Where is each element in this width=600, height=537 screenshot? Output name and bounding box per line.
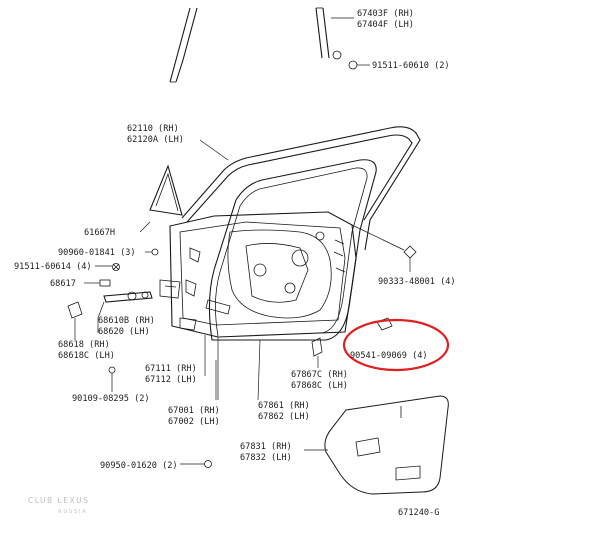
callout-67403f: 67403F (RH)	[357, 9, 414, 19]
callout-91511-60610: 91511-60610 (2)	[372, 61, 450, 71]
callout-90109-08295: 90109-08295 (2)	[72, 394, 150, 404]
watermark-line2: RUSSIA	[58, 509, 87, 515]
callout-671240g: 671240-G	[398, 508, 439, 518]
door-opening-weatherstrip	[208, 159, 377, 341]
callout-67832: 67832 (LH)	[240, 453, 292, 463]
callout-68620: 68620 (LH)	[98, 327, 150, 337]
glass-run-channel	[169, 7, 198, 83]
door-hinge-and-check	[67, 248, 197, 392]
callout-68610b: 68610B (RH)	[98, 316, 155, 326]
callout-67112: 67112 (LH)	[145, 375, 197, 385]
callout-90960-01841: 90960-01841 (3)	[58, 248, 136, 258]
door-inner-panel	[169, 211, 357, 338]
watermark-line1: CLUB LEXUS	[28, 496, 89, 505]
callout-90950-01620: 90950-01620 (2)	[100, 461, 178, 471]
door-weatherstrip	[181, 126, 421, 251]
callout-67862: 67862 (LH)	[258, 412, 310, 422]
callout-68618: 68618 (RH)	[58, 340, 110, 350]
watermark: CLUB LEXUS RUSSIA	[28, 496, 89, 515]
callout-67868c: 67868C (LH)	[291, 381, 348, 391]
callout-67867c: 67867C (RH)	[291, 370, 348, 380]
division-bar	[315, 7, 370, 70]
callout-67111: 67111 (RH)	[145, 364, 197, 374]
callout-67404f: 67404F (LH)	[357, 20, 414, 30]
leader-lines	[97, 221, 261, 401]
service-hole-cover	[304, 395, 449, 495]
callout-62120a: 62120A (LH)	[127, 135, 184, 145]
highlight-ellipse	[342, 318, 450, 372]
callout-90541-09069: 90541-09069 (4)	[350, 351, 428, 361]
callout-61667h: 61667H	[84, 228, 115, 238]
callout-67831: 67831 (RH)	[240, 442, 292, 452]
callout-62110: 62110 (RH)	[127, 124, 179, 134]
clips-and-fasteners	[180, 224, 417, 468]
callout-68617: 68617	[50, 279, 76, 289]
callout-91511-60614: 91511-60614 (4)	[14, 262, 92, 272]
callout-67001: 67001 (RH)	[168, 406, 220, 416]
callout-labels: 67403F (RH) 67404F (LH) 91511-60610 (2) …	[14, 9, 456, 518]
callout-90333-48001: 90333-48001 (4)	[378, 277, 456, 287]
callout-67861: 67861 (RH)	[258, 401, 310, 411]
triangle-cover	[149, 164, 183, 216]
callout-68618c: 68618C (LH)	[58, 351, 115, 361]
callout-67002: 67002 (LH)	[168, 417, 220, 427]
